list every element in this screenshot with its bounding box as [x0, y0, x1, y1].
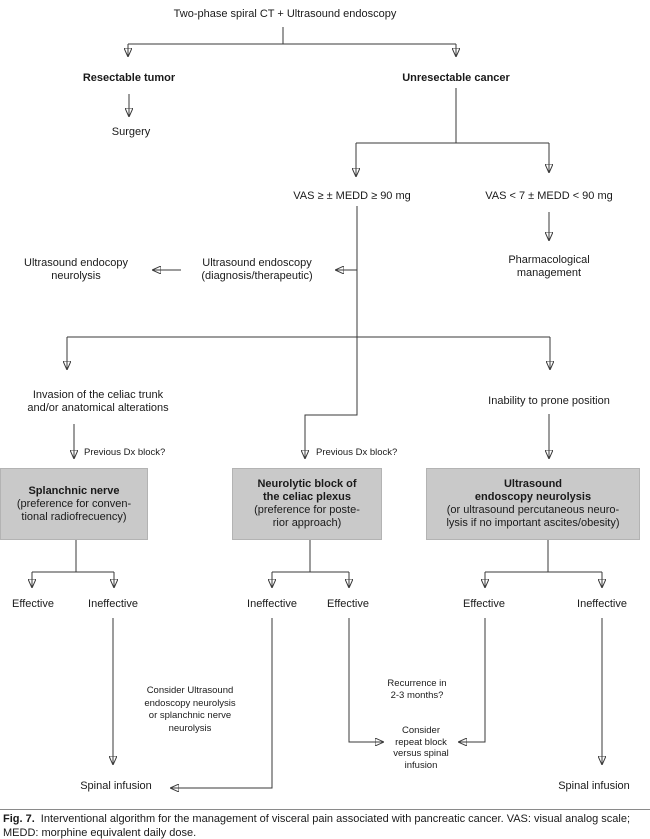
- node-invasion-celiac: Invasion of the celiac trunk and/or anat…: [27, 389, 169, 414]
- note-consider-us-neurolysis: Consider Ultrasound endoscopy neurolysis…: [144, 685, 236, 734]
- node-unresectable-cancer: Unresectable cancer: [402, 72, 510, 84]
- box-splanchnic-nerve: Splanchnic nerve (preference for conven-…: [0, 468, 148, 540]
- neurolytic-split-line: [272, 540, 349, 573]
- outcome-usbox-ineffective: Ineffective: [577, 598, 627, 610]
- box-ultrasound-neurolysis: Ultrasound endoscopy neurolysis (or ultr…: [426, 468, 640, 540]
- arrow-ineffective2-to-spinal-left: [171, 618, 273, 788]
- node-vas-high: VAS ≥ ± MEDD ≥ 90 mg: [293, 190, 411, 202]
- node-spinal-infusion-left: Spinal infusion: [80, 780, 152, 792]
- node-us-endoscopy-dx: Ultrasound endoscopy (diagnosis/therapeu…: [201, 257, 313, 282]
- usbox-split-line: [485, 540, 602, 573]
- outcome-splanchnic-ineffective: Ineffective: [88, 598, 138, 610]
- arrow-central-to-neurolytic-box: [305, 206, 358, 458]
- node-resectable-tumor: Resectable tumor: [82, 72, 176, 84]
- box-ultrasound-title: Ultrasound endoscopy neurolysis: [474, 478, 592, 503]
- outcome-splanchnic-effective: Effective: [12, 598, 54, 610]
- node-root: Two-phase spiral CT + Ultrasound endosco…: [173, 8, 397, 20]
- arrow-effective2-to-consider-repeat: [348, 618, 383, 742]
- box-neurolytic-title: Neurolytic block of the celiac plexus: [257, 478, 357, 503]
- outcome-neurolytic-effective: Effective: [327, 598, 369, 610]
- node-pharmacological: Pharmacological management: [508, 254, 590, 279]
- box-splanchnic-title: Splanchnic nerve: [28, 484, 120, 497]
- box-neurolytic-subtitle: (preference for poste- rior approach): [254, 504, 360, 529]
- outcome-usbox-effective: Effective: [463, 598, 505, 610]
- node-spinal-infusion-right: Spinal infusion: [558, 780, 630, 792]
- arrow-effective3-to-consider-repeat: [459, 618, 486, 742]
- outcome-neurolytic-ineffective: Ineffective: [247, 598, 297, 610]
- node-consider-repeat-block: Consider repeat block versus spinal infu…: [393, 725, 449, 771]
- splanchnic-split-line: [32, 540, 114, 573]
- figure-caption-label: Fig. 7.: [3, 813, 35, 825]
- node-us-endoscopy-neurolysis: Ultrasound endocopy neurolysis: [24, 257, 128, 282]
- box-splanchnic-subtitle: (preference for conven- tional radiofrec…: [16, 497, 132, 523]
- node-vas-low: VAS < 7 ± MEDD < 90 mg: [485, 190, 613, 202]
- label-previous-dx-block-mid: Previous Dx block?: [316, 447, 398, 458]
- figure-caption: Fig. 7.Interventional algorithm for the …: [3, 813, 647, 839]
- box-ultrasound-subtitle: (or ultrasound percutaneous neuro- lysis…: [446, 504, 620, 529]
- node-inability-prone: Inability to prone position: [488, 395, 610, 407]
- figure-caption-text: Interventional algorithm for the managem…: [3, 813, 631, 839]
- label-previous-dx-block-left: Previous Dx block?: [84, 447, 166, 458]
- node-surgery: Surgery: [111, 126, 151, 138]
- note-recurrence: Recurrence in 2-3 months?: [387, 678, 447, 701]
- box-neurolytic-block: Neurolytic block of the celiac plexus (p…: [232, 468, 382, 540]
